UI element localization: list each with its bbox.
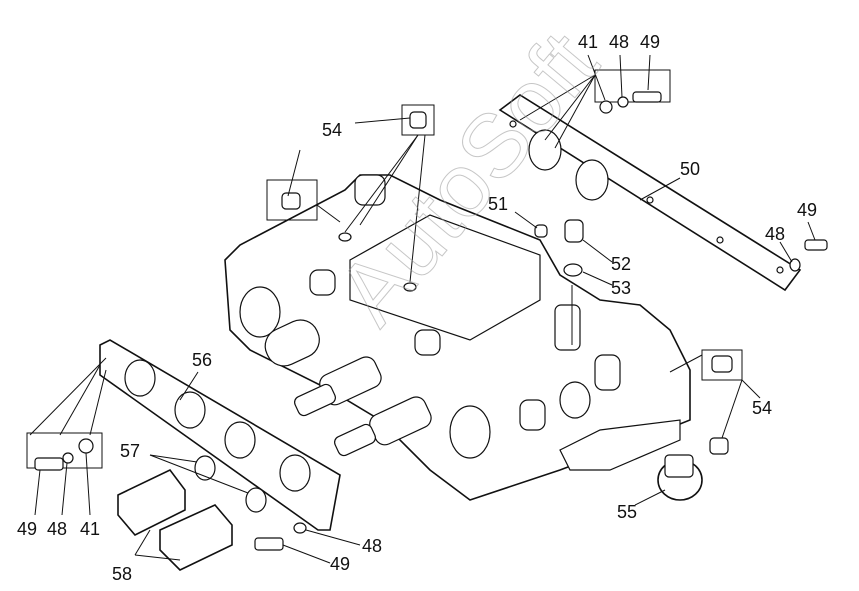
callout-57: 57: [120, 441, 140, 461]
callout-41: 41: [578, 32, 598, 52]
callout-labels: 41 48 49 54 50 51 49 48 52 53 56 54 57 4…: [17, 32, 817, 584]
hex-plugs-58: [117, 468, 233, 571]
callout-49: 49: [330, 554, 350, 574]
callout-48: 48: [765, 224, 785, 244]
callout-55: 55: [617, 502, 637, 522]
callout-58: 58: [112, 564, 132, 584]
callout-51: 51: [488, 194, 508, 214]
callout-54: 54: [752, 398, 772, 418]
callout-50: 50: [680, 159, 700, 179]
callout-49: 49: [17, 519, 37, 539]
callout-48: 48: [47, 519, 67, 539]
gasket-50: [498, 94, 802, 292]
valve-body: [224, 174, 691, 501]
gasket-56: [99, 339, 341, 531]
plug-box-54-right: [701, 349, 743, 381]
callout-48: 48: [362, 536, 382, 556]
leader-lines: [29, 54, 816, 564]
callout-53: 53: [611, 278, 631, 298]
callout-52: 52: [611, 254, 631, 274]
callout-49: 49: [797, 200, 817, 220]
o-ring-57b: [245, 487, 267, 513]
callout-54: 54: [322, 120, 342, 140]
hardware-box-top: [594, 69, 671, 103]
callout-49: 49: [640, 32, 660, 52]
callout-48: 48: [609, 32, 629, 52]
callout-41: 41: [80, 519, 100, 539]
callout-56: 56: [192, 350, 212, 370]
plug-55: [657, 454, 703, 501]
hardware-box-left: [26, 432, 103, 469]
